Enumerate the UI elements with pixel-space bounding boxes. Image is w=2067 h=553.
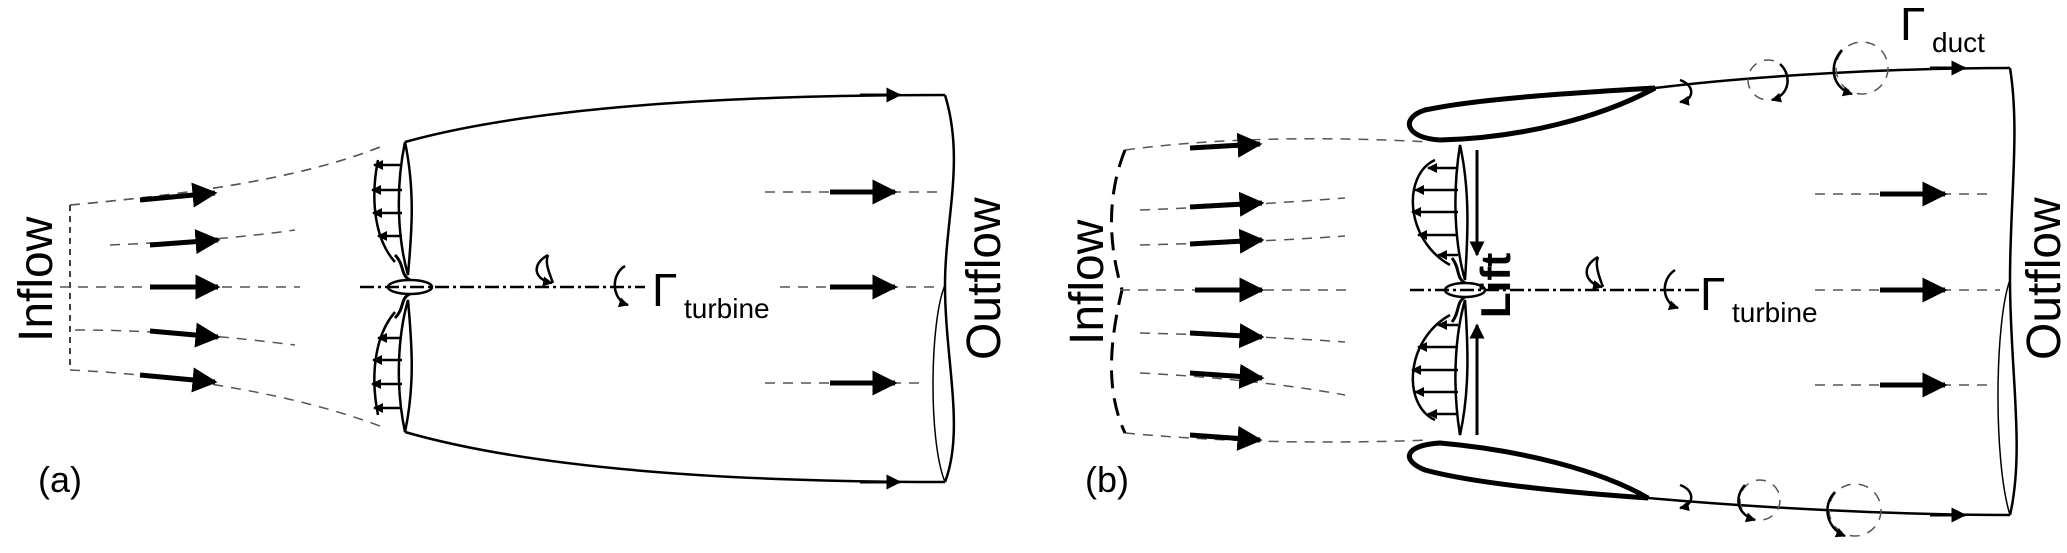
panel-a-outflow-streamlines [765, 179, 940, 396]
panel-b-duct [1406, 60, 2018, 523]
panel-b-rotor [1411, 144, 1487, 436]
panel-b-turbine-subscript: turbine [1732, 297, 1818, 328]
panel-a-outflow-label: Outflow [958, 197, 1011, 360]
panel-b-outflow-streamlines [1815, 181, 2000, 398]
lower-duct-airfoil [1406, 440, 1650, 501]
panel-a-turbine-subscript: turbine [684, 293, 770, 324]
panel-b-outflow-label: Outflow [2018, 197, 2067, 360]
panel-a-tag: (a) [38, 459, 82, 500]
panel-b-inflow-streamlines [1120, 132, 1350, 451]
panel-b-tag: (b) [1085, 459, 1129, 500]
lift-label: Lift [1472, 253, 1519, 318]
panel-a-inflow-streamlines [60, 144, 386, 393]
panel-b-shed-vortices [1679, 41, 1889, 538]
panel-b: Inflow Outflow Lift Γ turbine Γ duct (b) [1061, 0, 2067, 538]
panel-a-streamtube [69, 87, 956, 490]
panel-a-rotor [371, 141, 434, 433]
panel-b-swirl-arrows [1585, 255, 1679, 311]
panel-a-gamma-symbol: Γ [652, 264, 677, 316]
panel-b-profile-arrows [1411, 163, 1458, 419]
panel-b-duct-subscript: duct [1932, 27, 1985, 58]
panel-a-swirl-arrows [535, 253, 629, 308]
panel-b-gamma-duct-symbol: Γ [1900, 0, 1925, 50]
panel-b-gamma-turbine-symbol: Γ [1700, 268, 1725, 320]
panel-b-inflow-label: Inflow [1061, 219, 1114, 345]
upper-duct-airfoil [1406, 85, 1657, 143]
panel-a-profile-arrows [371, 160, 402, 413]
panel-a-inflow-label: Inflow [10, 216, 63, 342]
panel-a: Inflow Outflow Γ turbine (a) [10, 87, 1011, 500]
